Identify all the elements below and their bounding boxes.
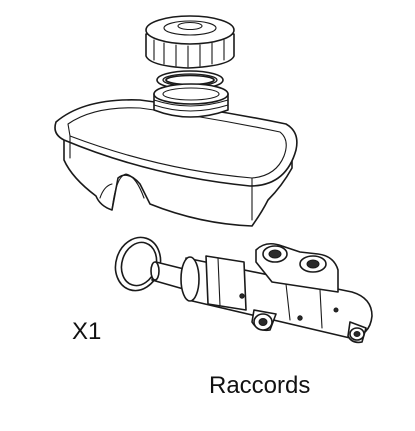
fluid-reservoir xyxy=(54,83,298,227)
cap-gasket xyxy=(156,70,224,90)
quantity-label: X1 xyxy=(72,318,102,345)
master-cylinder xyxy=(150,242,373,344)
fittings-label: Raccords xyxy=(209,372,311,399)
reservoir-cap xyxy=(145,15,235,69)
